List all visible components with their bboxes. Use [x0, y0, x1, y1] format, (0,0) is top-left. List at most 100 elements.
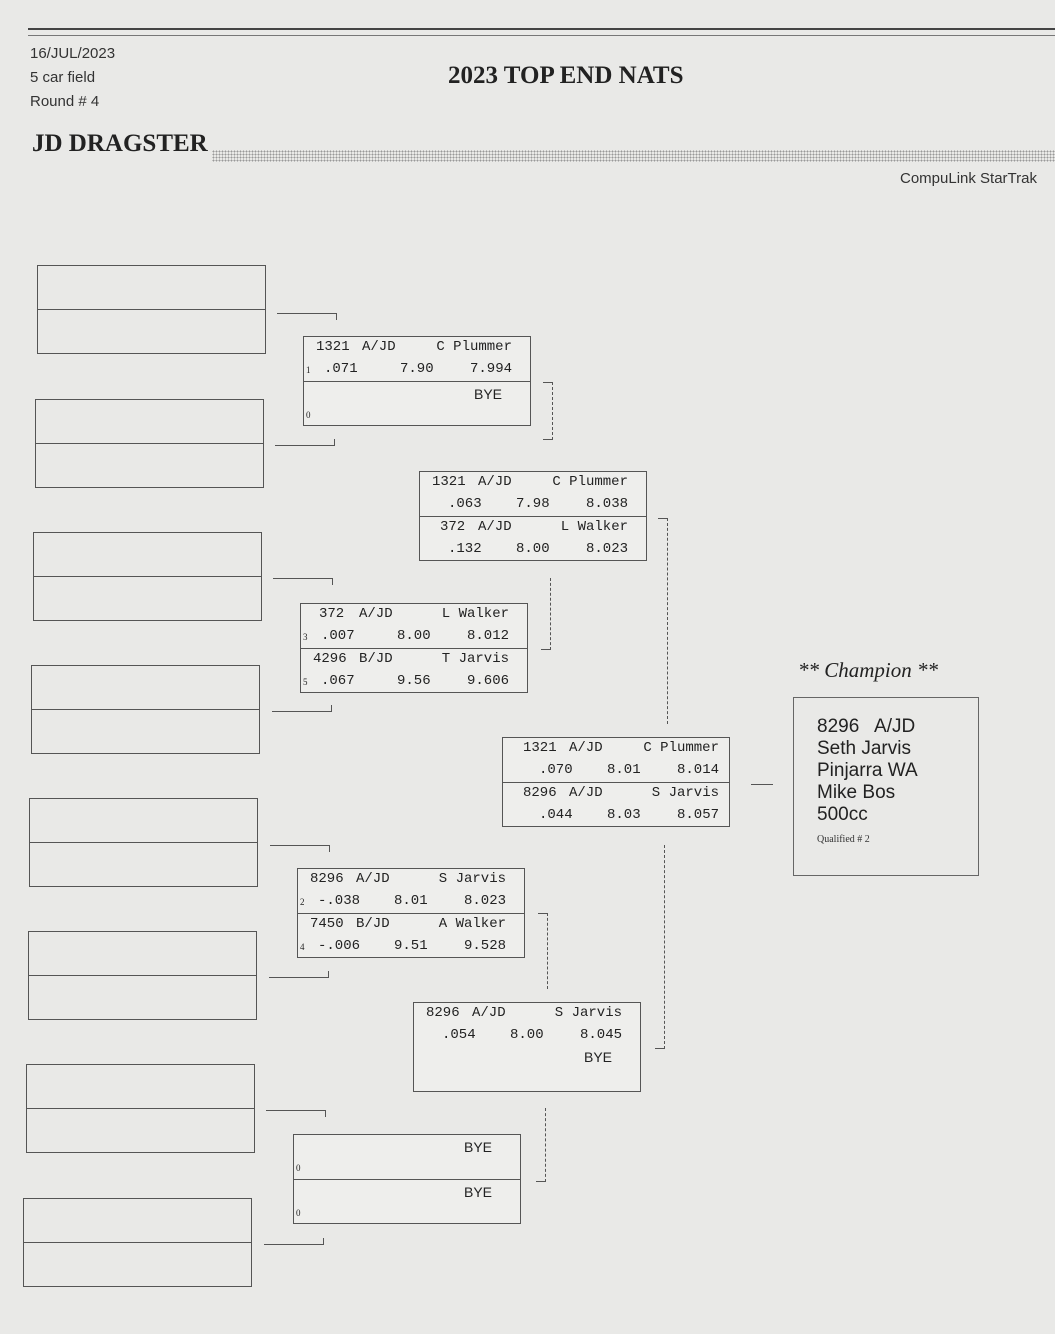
run-time: 9.606	[466, 673, 509, 689]
reaction-time: -.038	[318, 893, 361, 909]
empty-entry-box	[37, 265, 266, 354]
car-class: A/JD	[478, 519, 512, 535]
run-time: 8.045	[579, 1027, 622, 1043]
car-number: 372	[440, 519, 466, 535]
elapsed-time: 8.00	[397, 628, 431, 644]
car-class: B/JD	[356, 916, 390, 932]
car-number: 8296	[426, 1005, 460, 1021]
top-rule-thin	[28, 35, 1055, 36]
car-class: A/JD	[472, 1005, 506, 1021]
connector	[270, 845, 330, 852]
run-time: 8.023	[585, 541, 628, 557]
run-time: 7.994	[469, 361, 512, 377]
elapsed-time: 8.00	[516, 541, 550, 557]
match-slot: 7450 B/JD A Walker 4 -.006 9.51 9.528	[298, 913, 524, 958]
driver-name: C Plummer	[436, 339, 512, 355]
reaction-time: .067	[321, 673, 355, 689]
event-date: 16/JUL/2023	[30, 45, 116, 62]
reaction-time: .070	[539, 762, 573, 778]
seed-number: 4	[300, 942, 305, 952]
elapsed-time: 9.51	[394, 938, 428, 954]
match-slot: BYE 0	[294, 1179, 520, 1224]
car-number: 4296	[313, 651, 347, 667]
field-size: 5 car field	[30, 69, 96, 86]
driver-name: S Jarvis	[651, 785, 719, 801]
car-number: 8296	[310, 871, 344, 887]
match-slot: 8296 A/JD S Jarvis 2 -.038 8.01 8.023	[298, 869, 524, 913]
reaction-time: .044	[539, 807, 573, 823]
champion-engine: 500cc	[817, 804, 868, 825]
bye-label: BYE	[583, 1049, 612, 1065]
reaction-time: .054	[442, 1027, 476, 1043]
seed-number: 0	[296, 1208, 301, 1218]
elapsed-time: 8.03	[607, 807, 641, 823]
connector	[272, 705, 332, 712]
champion-car: 8296 A/JD	[817, 716, 916, 737]
car-class: A/JD	[359, 606, 393, 622]
event-title: 2023 TOP END NATS	[448, 62, 684, 89]
match-slot: BYE	[414, 1047, 640, 1091]
champion-details: 8296 A/JD Seth Jarvis Pinjarra WA Mike B…	[817, 716, 918, 845]
bracket-connector	[541, 578, 551, 650]
bracket-connector	[538, 913, 548, 989]
connector	[273, 578, 333, 585]
seed-number: 0	[306, 410, 311, 420]
car-class: A/JD	[478, 474, 512, 490]
driver-name: A Walker	[438, 916, 506, 932]
elapsed-time: 8.01	[607, 762, 641, 778]
dotted-rule	[212, 150, 1055, 162]
reaction-time: .132	[448, 541, 482, 557]
run-time: 8.057	[676, 807, 719, 823]
elapsed-time: 8.01	[394, 893, 428, 909]
champion-name: Seth Jarvis	[817, 738, 911, 759]
driver-name: L Walker	[441, 606, 509, 622]
round2-match-2: 8296 A/JD S Jarvis .054 8.00 8.045 BYE	[413, 1002, 641, 1092]
driver-name: C Plummer	[552, 474, 628, 490]
final-connector	[751, 784, 773, 785]
run-time: 8.014	[676, 762, 719, 778]
bracket-connector	[536, 1108, 546, 1182]
connector	[264, 1238, 324, 1245]
bye-label: BYE	[463, 1139, 492, 1155]
champion-box: 8296 A/JD Seth Jarvis Pinjarra WA Mike B…	[793, 697, 979, 876]
run-time: 8.038	[585, 496, 628, 512]
seed-number: 1	[306, 365, 311, 375]
empty-entry-box	[31, 665, 260, 754]
run-time: 9.528	[463, 938, 506, 954]
final-match: 1321 A/JD C Plummer .070 8.01 8.014 8296…	[502, 737, 730, 827]
match-slot: BYE 0	[294, 1135, 520, 1179]
round-number: Round # 4	[30, 93, 100, 110]
round1-match-4: BYE 0 BYE 0	[293, 1134, 521, 1224]
bye-label: BYE	[463, 1184, 492, 1200]
match-slot: 8296 A/JD S Jarvis .044 8.03 8.057	[503, 782, 729, 827]
champion-town: Pinjarra WA	[817, 760, 918, 781]
round2-match-1: 1321 A/JD C Plummer .063 7.98 8.038 372 …	[419, 471, 647, 561]
run-time: 8.012	[466, 628, 509, 644]
elapsed-time: 9.56	[397, 673, 431, 689]
bracket-connector	[655, 845, 665, 1049]
match-slot: 372 A/JD L Walker .132 8.00 8.023	[420, 516, 646, 561]
class-title: JD DRAGSTER	[32, 130, 208, 157]
match-slot: 4296 B/JD T Jarvis 5 .067 9.56 9.606	[301, 648, 527, 693]
elapsed-time: 7.90	[400, 361, 434, 377]
software-credit: CompuLink StarTrak	[900, 170, 1037, 187]
connector	[275, 439, 335, 446]
match-slot: 1321 A/JD C Plummer .070 8.01 8.014	[503, 738, 729, 782]
empty-entry-box	[28, 931, 257, 1020]
car-class: A/JD	[569, 785, 603, 801]
match-slot: 372 A/JD L Walker 3 .007 8.00 8.012	[301, 604, 527, 648]
bye-label: BYE	[473, 386, 502, 402]
driver-name: T Jarvis	[441, 651, 509, 667]
round1-match-3: 8296 A/JD S Jarvis 2 -.038 8.01 8.023 74…	[297, 868, 525, 958]
round1-match-2: 372 A/JD L Walker 3 .007 8.00 8.012 4296…	[300, 603, 528, 693]
run-time: 8.023	[463, 893, 506, 909]
driver-name: S Jarvis	[554, 1005, 622, 1021]
bracket-connector	[658, 518, 668, 724]
car-number: 7450	[310, 916, 344, 932]
champion-label: ** Champion **	[798, 658, 939, 682]
car-class: A/JD	[569, 740, 603, 756]
car-number: 1321	[316, 339, 350, 355]
seed-number: 5	[303, 677, 308, 687]
empty-entry-box	[26, 1064, 255, 1153]
driver-name: C Plummer	[643, 740, 719, 756]
